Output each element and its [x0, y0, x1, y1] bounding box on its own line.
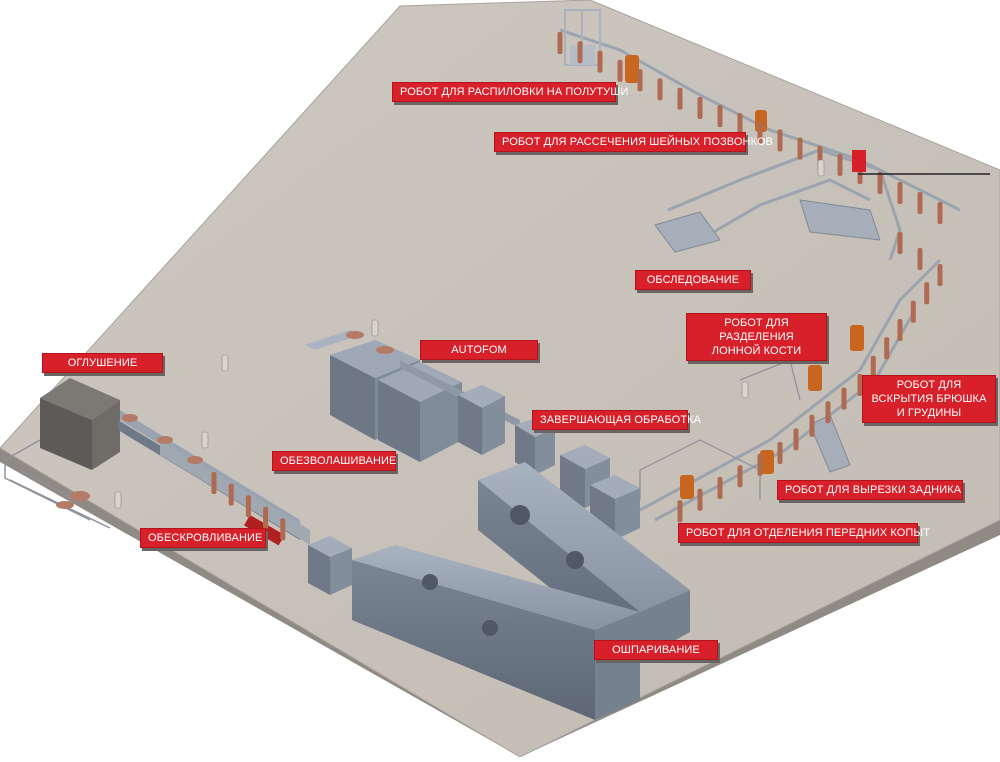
carcass [793, 428, 799, 451]
carcass [263, 506, 269, 529]
carcass [877, 172, 883, 194]
carcass [917, 248, 923, 270]
carcass [757, 453, 763, 476]
carcass [245, 495, 251, 518]
carcass [870, 355, 876, 378]
pre-scald-unit [308, 536, 352, 595]
carcass [917, 192, 923, 214]
carcass [884, 337, 890, 360]
carcass [937, 264, 943, 286]
carcass [857, 374, 863, 396]
carcass [717, 477, 723, 499]
hanging-carcasses [211, 32, 943, 541]
carcass [825, 401, 831, 424]
carcass [777, 442, 783, 464]
pigs [56, 331, 394, 509]
label-dehairing: ОБЕЗВОЛАШИВАНИЕ [272, 451, 396, 471]
carcass [897, 182, 903, 204]
carcass [697, 488, 703, 511]
carcass [809, 414, 815, 437]
scalding-tunnel [352, 462, 690, 720]
carcass [677, 87, 683, 110]
carcass [597, 50, 603, 73]
dehairing-machines [305, 330, 462, 462]
carcass [797, 137, 803, 160]
carcass [757, 121, 763, 144]
label-robot-belly: РОБОТ ДЛЯ ВСКРЫТИЯ БРЮШКА И ГРУДИНЫ [862, 375, 996, 423]
carcass [924, 282, 930, 305]
empty-label-tag [852, 150, 866, 172]
carcass [737, 465, 743, 488]
carcass [777, 129, 783, 152]
carcass [657, 78, 663, 101]
carcass [637, 69, 643, 92]
inspection-platform [654, 199, 881, 473]
carcass [211, 472, 217, 494]
label-autofom: AUTOFOM [420, 340, 538, 360]
label-inspection: ОБСЛЕДОВАНИЕ [635, 270, 751, 290]
carcass [228, 483, 234, 506]
stunning-box [40, 378, 120, 470]
label-robot-pelvic: РОБОТ ДЛЯ РАЗДЕЛЕНИЯ ЛОННОЙ КОСТИ [686, 313, 827, 361]
carcass [677, 500, 683, 523]
label-robot-halves: РОБОТ ДЛЯ РАСПИЛОВКИ НА ПОЛУТУШИ [392, 82, 628, 102]
label-final-treatment: ЗАВЕРШАЮЩАЯ ОБРАБОТКА [532, 410, 701, 430]
carcass [937, 202, 943, 224]
autofom-unit [458, 385, 505, 455]
label-stunning: ОГЛУШЕНИЕ [42, 353, 163, 373]
label-robot-neck: РОБОТ ДЛЯ РАССЕЧЕНИЯ ШЕЙНЫХ ПОЗВОНКОВ [494, 132, 773, 152]
carcass [577, 41, 583, 64]
operators [114, 159, 825, 509]
label-robot-bung: РОБОТ ДЛЯ ВЫРЕЗКИ ЗАДНИКА [777, 480, 963, 500]
label-robot-hooves: РОБОТ ДЛЯ ОТДЕЛЕНИЯ ПЕРЕДНИХ КОПЫТ [678, 523, 930, 543]
carcass [897, 319, 903, 341]
carcass [717, 105, 723, 128]
carcass [280, 518, 286, 541]
label-scalding: ОШПАРИВАНИЕ [594, 640, 718, 660]
carcass [841, 387, 847, 410]
carcass [910, 300, 916, 323]
carcass [697, 97, 703, 119]
label-bleeding: ОБЕСКРОВЛИВАНИЕ [140, 528, 266, 548]
carcass [897, 232, 903, 254]
carcass [557, 32, 563, 54]
carcass [617, 59, 623, 82]
carcass [737, 113, 743, 136]
carcass [837, 153, 843, 176]
